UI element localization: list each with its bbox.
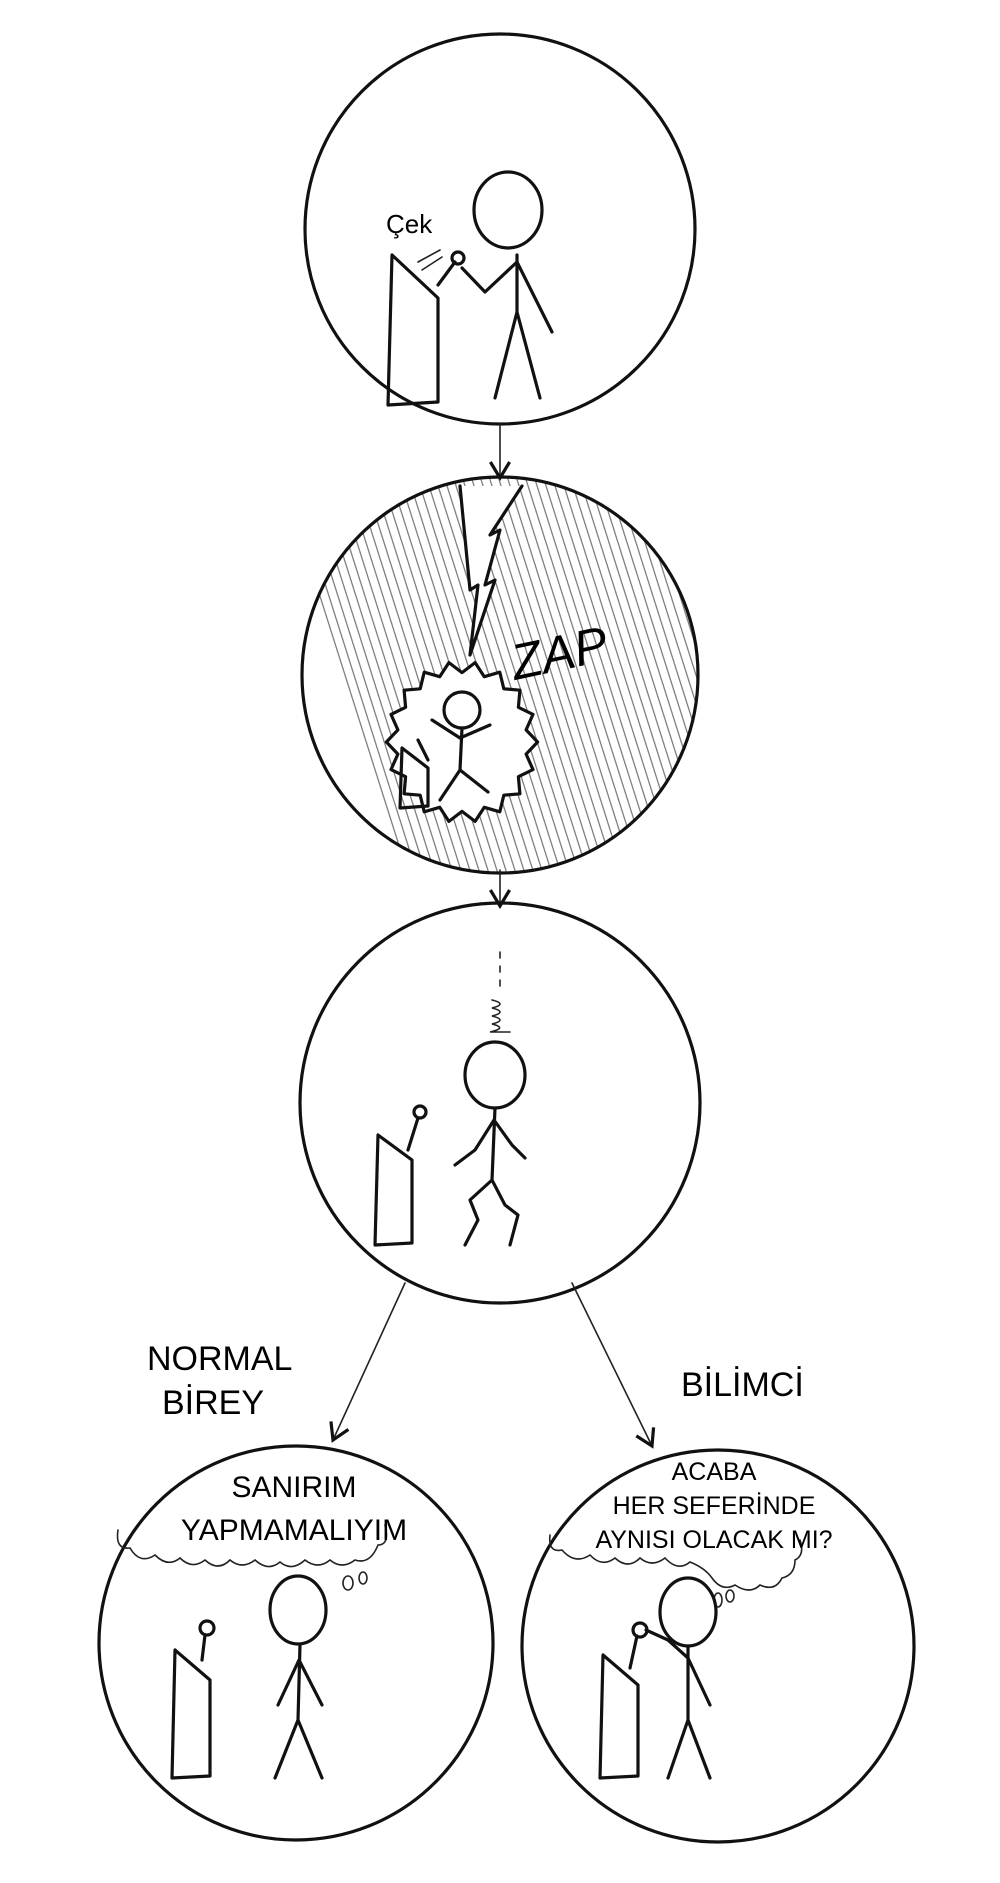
hatch-line (302, 477, 411, 873)
panel-zap: ZAP (300, 470, 887, 880)
thought-cloud (116, 1524, 388, 1568)
hatch-line (522, 477, 654, 873)
hatch-line (730, 470, 860, 880)
thought-scientist-line2: HER SEFERİNDE (613, 1491, 816, 1520)
hatch-line (712, 470, 842, 880)
panel-normal-person: SANIRIM YAPMAMALIYIM (97, 1444, 495, 1842)
thought-normal-line2: YAPMAMALIYIM (181, 1514, 407, 1547)
hatch-line (748, 470, 878, 880)
hatch-line (684, 477, 698, 873)
label-normal-line2: BİREY (162, 1384, 264, 1422)
hatch-line (693, 477, 698, 873)
thought-scientist-line1: ACABA (672, 1458, 757, 1486)
thought-cloud (548, 1534, 803, 1591)
hatch-line (495, 477, 627, 873)
panel-pull-lever: Çek (303, 32, 697, 426)
label-scientist: BİLİMCİ (681, 1366, 804, 1404)
hatch-line (721, 470, 851, 880)
hatch-line (603, 477, 698, 873)
stick-figure (460, 170, 554, 400)
zapped-figure (398, 690, 492, 810)
label-normal-line1: NORMAL (147, 1340, 292, 1378)
sound-cek: Çek (386, 209, 433, 239)
hatch-line (594, 477, 698, 873)
smoke (489, 999, 511, 1033)
hatch-line (739, 470, 869, 880)
hatch-line (486, 477, 618, 873)
lightning-bolt (458, 484, 524, 657)
sound-zap: ZAP (505, 616, 613, 691)
thought-scientist-line3: AYNISI OLACAK MI? (595, 1526, 832, 1554)
hatch-line (612, 477, 698, 873)
panel-scientist: ACABA HER SEFERİNDE AYNISI OLACAK MI? (520, 1448, 916, 1844)
hatch-line (504, 477, 636, 873)
hatch-line (477, 477, 609, 873)
lever-box (386, 253, 440, 407)
hatch-line (757, 470, 887, 880)
hatch-line (703, 470, 833, 880)
hatch-line (531, 477, 663, 873)
thought-normal-line1: SANIRIM (231, 1471, 356, 1504)
hatch-line (513, 477, 645, 873)
panel-aftermath (298, 901, 702, 1305)
